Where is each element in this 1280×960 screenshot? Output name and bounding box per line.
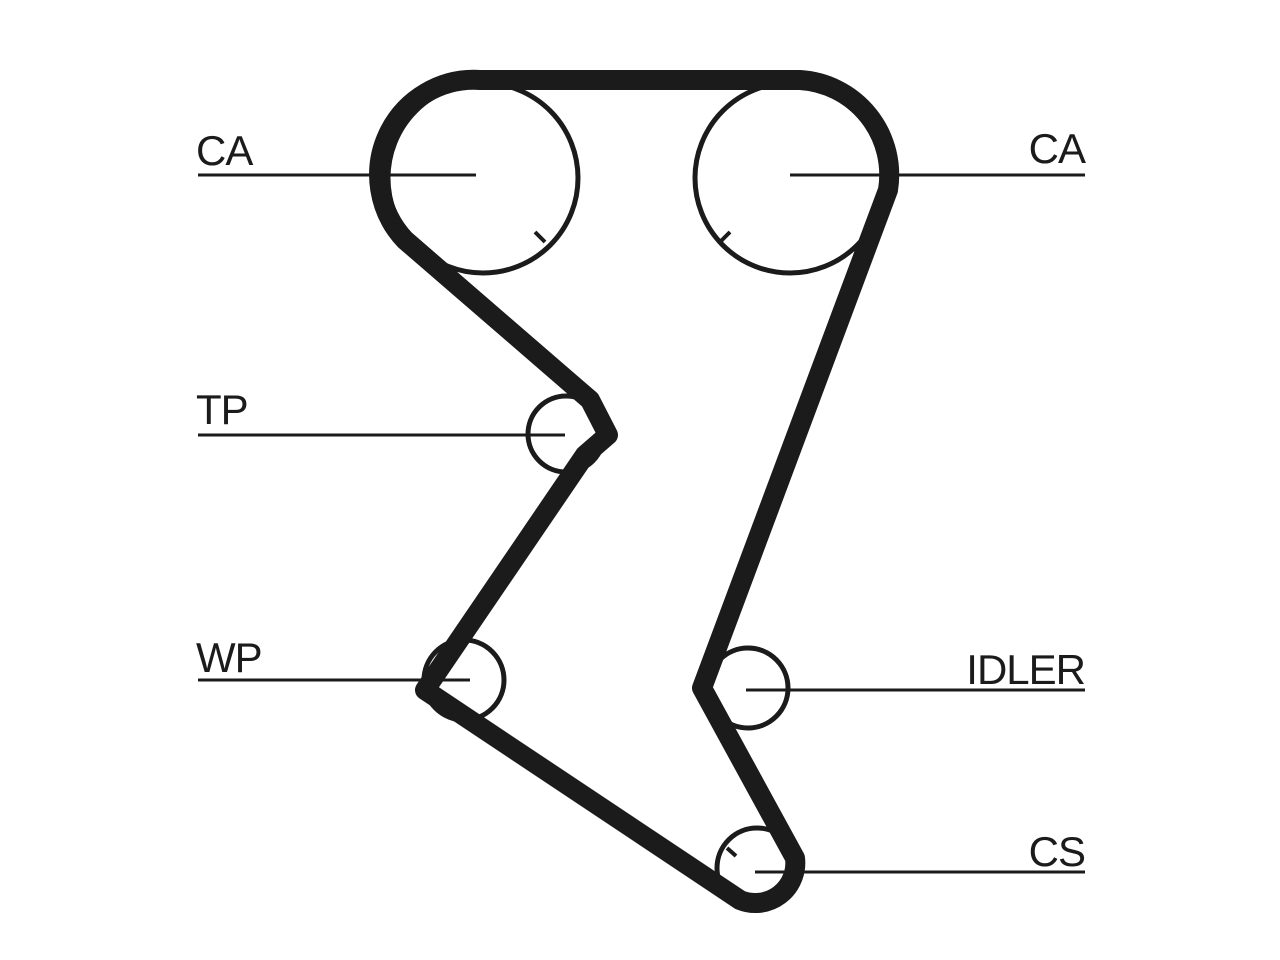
label-cam-right: CA: [1029, 125, 1086, 172]
idler-pulley: [705, 645, 791, 731]
label-cam-left: CA: [196, 127, 253, 174]
timing-belt: [369, 69, 900, 914]
crankshaft-pulley: [714, 825, 800, 911]
label-tensioner: TP: [196, 386, 248, 433]
label-water-pump: WP: [196, 634, 262, 681]
camshaft-pulley-right: [692, 80, 888, 276]
camshaft-pulley-left: [385, 80, 581, 276]
label-idler: IDLER: [966, 646, 1085, 693]
label-crankshaft: CS: [1029, 828, 1085, 875]
